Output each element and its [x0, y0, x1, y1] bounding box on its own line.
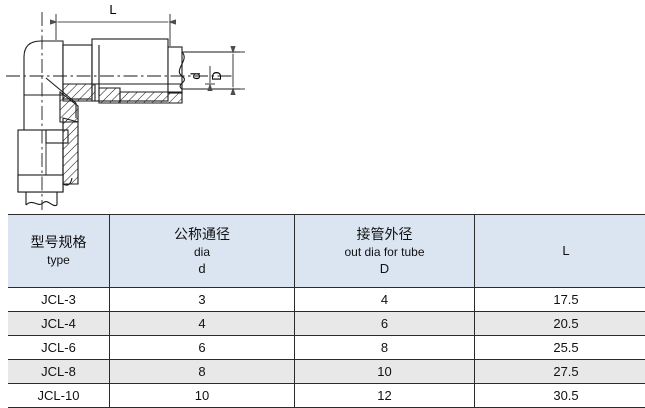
column-header-length-symbol: L	[477, 242, 645, 260]
cell-type: JCL-10	[8, 384, 110, 408]
column-header-d-symbol: d	[112, 260, 292, 278]
table-row: JCL-6 6 8 25.5	[8, 336, 645, 360]
cell-type: JCL-3	[8, 288, 110, 312]
column-header-outer-dia-en: out dia for tube	[297, 244, 472, 260]
cell-outer-dia: 10	[295, 360, 475, 384]
cell-length: 27.5	[475, 360, 645, 384]
dim-label-d: d	[188, 72, 203, 79]
column-header-type-cn: 型号规格	[10, 233, 107, 252]
cell-length: 30.5	[475, 384, 645, 408]
table-row: JCL-10 10 12 30.5	[8, 384, 645, 408]
column-header-outer-dia-symbol: D	[297, 260, 472, 278]
dimension-D	[233, 52, 245, 89]
cell-outer-dia: 12	[295, 384, 475, 408]
table-body: JCL-3 3 4 17.5 JCL-4 4 6 20.5 JCL-6 6 8 …	[8, 288, 645, 408]
cell-outer-dia: 4	[295, 288, 475, 312]
column-header-d-en: dia	[112, 244, 292, 260]
cell-type: JCL-4	[8, 312, 110, 336]
column-header-type: 型号规格 type	[8, 215, 110, 288]
column-header-outer-dia: 接管外径 out dia for tube D	[295, 215, 475, 288]
cell-type: JCL-8	[8, 360, 110, 384]
cell-d: 4	[110, 312, 295, 336]
dim-label-L: L	[109, 2, 116, 17]
table-row: JCL-3 3 4 17.5	[8, 288, 645, 312]
cell-type: JCL-6	[8, 336, 110, 360]
table-row: JCL-4 4 6 20.5	[8, 312, 645, 336]
cell-length: 20.5	[475, 312, 645, 336]
specification-table: 型号规格 type 公称通径 dia d 接管外径 out dia for tu…	[8, 214, 645, 408]
column-header-type-en: type	[10, 252, 107, 268]
table-header-row: 型号规格 type 公称通径 dia d 接管外径 out dia for tu…	[8, 215, 645, 288]
cell-outer-dia: 8	[295, 336, 475, 360]
cell-outer-dia: 6	[295, 312, 475, 336]
elbow-fitting-drawing: L D d	[0, 0, 645, 210]
column-header-length: L	[475, 215, 645, 288]
column-header-d: 公称通径 dia d	[110, 215, 295, 288]
column-header-d-cn: 公称通径	[112, 225, 292, 244]
cell-d: 6	[110, 336, 295, 360]
cell-d: 8	[110, 360, 295, 384]
specification-table-container: 型号规格 type 公称通径 dia d 接管外径 out dia for tu…	[8, 214, 638, 408]
column-header-outer-dia-cn: 接管外径	[297, 225, 472, 244]
technical-drawing: L D d	[0, 0, 645, 210]
table-row: JCL-8 8 10 27.5	[8, 360, 645, 384]
cell-d: 3	[110, 288, 295, 312]
table-header: 型号规格 type 公称通径 dia d 接管外径 out dia for tu…	[8, 215, 645, 288]
cell-length: 17.5	[475, 288, 645, 312]
cell-length: 25.5	[475, 336, 645, 360]
dim-label-D: D	[209, 71, 224, 80]
cell-d: 10	[110, 384, 295, 408]
